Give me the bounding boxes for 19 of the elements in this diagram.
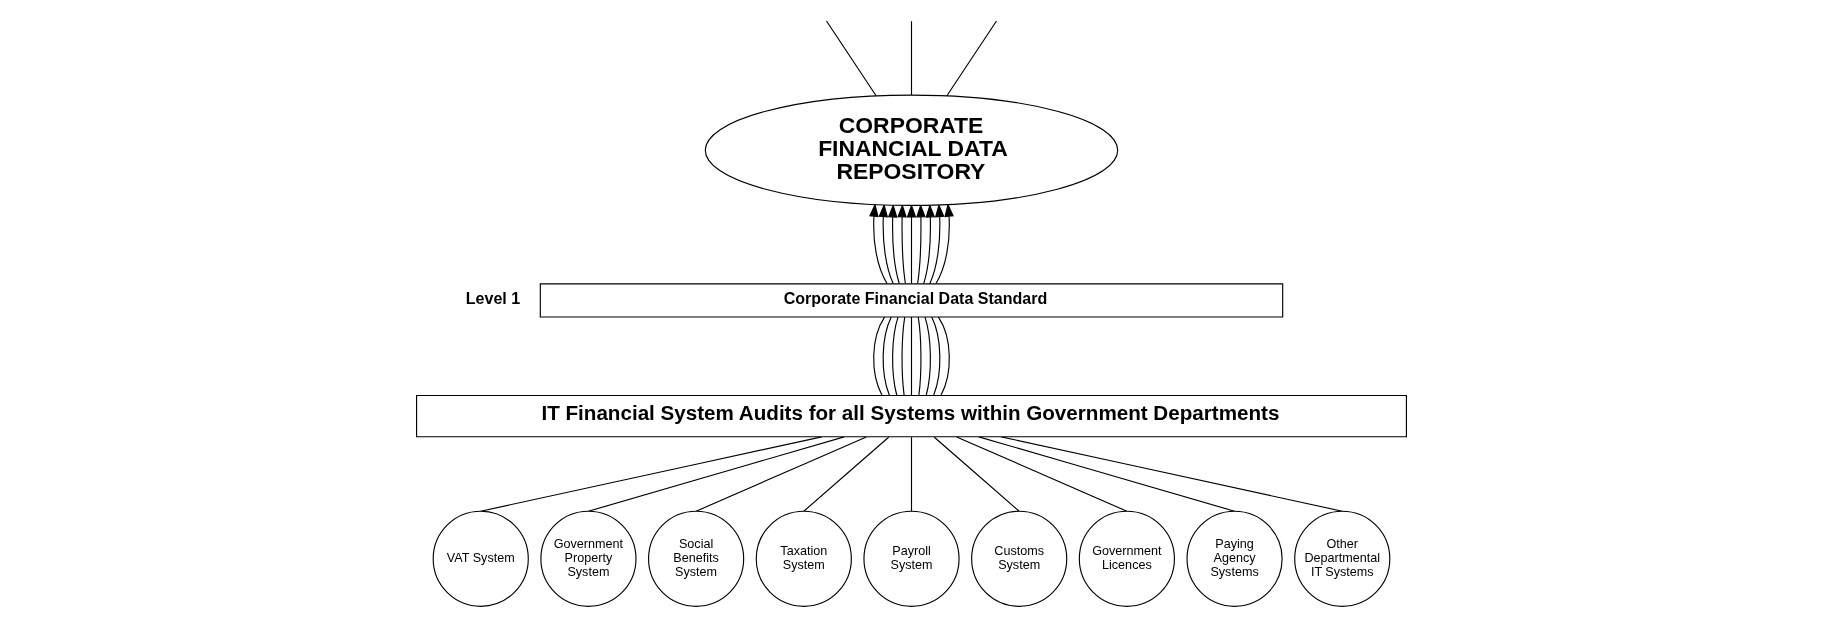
- node-circle: Customs System: [971, 510, 1068, 607]
- connector: [910, 436, 913, 512]
- connector: [946, 20, 998, 97]
- node-circle: Government Licences: [1078, 510, 1175, 607]
- node-circle: Social Benefits System: [648, 510, 745, 607]
- node-circle: Payroll System: [863, 510, 960, 607]
- node-circle: Other Departmental IT Systems: [1294, 510, 1391, 607]
- node-circle: Government Property System: [540, 510, 637, 607]
- node-ellipse: CORPORATE FINANCIAL DATA REPOSITORY: [704, 94, 1119, 207]
- connector: [910, 20, 913, 96]
- node-circle: Taxation System: [755, 510, 852, 607]
- connector: [825, 20, 877, 97]
- connector: [803, 436, 890, 512]
- node-circle: VAT System: [432, 510, 529, 607]
- node-box: Corporate Financial Data Standard: [539, 283, 1284, 318]
- connector: [933, 436, 1020, 512]
- node-box: IT Financial System Audits for all Systems within Government Departments: [416, 394, 1407, 438]
- label: Level 1: [465, 288, 521, 307]
- node-circle: Paying Agency Systems: [1186, 510, 1283, 607]
